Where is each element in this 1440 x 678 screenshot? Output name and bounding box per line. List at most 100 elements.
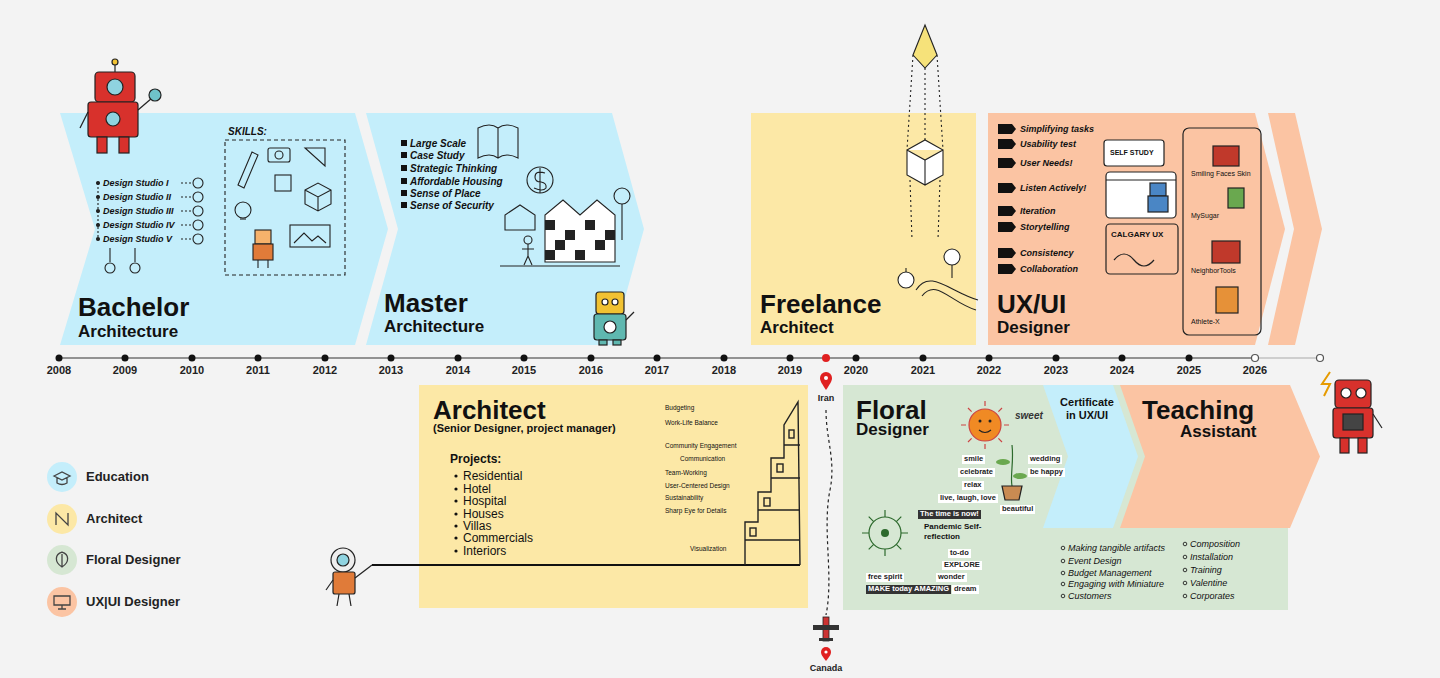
list-bullet <box>401 190 407 196</box>
bachelor-sketch <box>181 196 192 197</box>
robot-figure <box>626 312 634 320</box>
year-dot <box>721 355 728 362</box>
checker-pattern <box>545 220 555 230</box>
list-bullet <box>454 474 457 552</box>
robot-figure <box>149 89 161 101</box>
task-note: Collaboration <box>1020 264 1078 274</box>
floral-sketch <box>1011 445 1012 486</box>
bachelor-sketch <box>235 202 251 218</box>
freelance-sketch <box>913 25 937 68</box>
floral-sketch <box>979 420 982 423</box>
sticker-word: wedding <box>1028 455 1062 464</box>
list-bullet <box>454 499 457 502</box>
freelance-sketch <box>905 268 906 272</box>
master-sketch <box>500 265 620 266</box>
bachelor-sketch <box>268 148 290 162</box>
year-dot <box>189 355 196 362</box>
list-tag <box>998 248 1016 258</box>
floral-sketch <box>862 510 908 556</box>
ux-sketch <box>1114 254 1154 266</box>
list-tag <box>998 124 1016 274</box>
freelance-sketch <box>944 249 960 265</box>
list-item: Installation <box>1190 552 1233 562</box>
task-note: Consistency <box>1020 248 1074 258</box>
list-bullet <box>1183 581 1187 585</box>
task-note: Usability test <box>1020 139 1076 149</box>
bachelor-sketch <box>97 238 100 241</box>
robot-figure <box>106 112 120 126</box>
sticker-word: free spirit <box>866 573 904 582</box>
band-fill <box>1043 385 1138 528</box>
year-label: 2014 <box>446 364 470 377</box>
freelance-sketch <box>907 55 943 150</box>
year-label: 2008 <box>47 364 71 377</box>
list-item: Event Design <box>1068 556 1122 566</box>
bachelor-sketch <box>240 218 246 219</box>
ux-sketch <box>1106 179 1176 180</box>
bachelor-sketch <box>181 210 192 211</box>
sticker-word: to-do <box>948 549 971 558</box>
ux-sketch <box>1183 128 1261 335</box>
list-item: Training <box>1190 565 1222 575</box>
band-fill <box>60 113 388 345</box>
year-dot <box>588 355 595 362</box>
year-label: 2012 <box>313 364 337 377</box>
robot-figure <box>95 72 135 102</box>
year-dot <box>853 355 860 362</box>
year-label: 2015 <box>512 364 536 377</box>
bachelor-sketch <box>109 248 110 262</box>
robot-figure <box>1335 380 1371 408</box>
list-bullet <box>454 487 457 490</box>
year-dot <box>322 355 329 362</box>
list-item: Sense of Place <box>410 188 481 200</box>
list-bullet <box>401 140 407 208</box>
master-sketch <box>621 204 622 240</box>
node-subtitle: Architect <box>760 319 834 336</box>
building-sketch <box>764 498 770 506</box>
node-title: UX/UI <box>997 291 1066 317</box>
master-sketch <box>545 200 615 262</box>
move-marker <box>819 638 833 641</box>
freelance-sketch <box>898 272 914 288</box>
legend-swatch <box>47 504 77 534</box>
robot-figure <box>596 292 624 314</box>
floral-sketch <box>996 459 1010 465</box>
list-item: Large Scale <box>410 138 466 150</box>
list-bullet <box>1061 594 1065 598</box>
list-tag <box>998 139 1016 149</box>
list-tag <box>998 222 1016 232</box>
year-dot <box>56 355 63 362</box>
bachelor-sketch <box>225 140 345 275</box>
floral-sketch <box>881 529 889 537</box>
year-label: 2017 <box>645 364 669 377</box>
sticker-word: smile <box>962 455 985 464</box>
building-sketch <box>745 445 800 540</box>
year-dot <box>455 355 462 362</box>
bachelor-sketch <box>294 233 326 243</box>
list-bullet <box>454 549 457 552</box>
sticker-word: MAKE today AMAZING <box>866 585 951 594</box>
bachelor-sketch <box>275 151 283 159</box>
list-item: Strategic Thinking <box>410 163 497 175</box>
node-title: Architect <box>433 397 546 423</box>
annotation: Work-Life Balance <box>665 419 718 426</box>
list-item: Making tangible artifacts <box>1068 543 1165 553</box>
bachelor-sketch <box>193 206 203 216</box>
bachelor-sketch <box>181 238 192 239</box>
list-bullet <box>454 474 457 477</box>
year-dot <box>521 355 528 362</box>
year-dot <box>255 355 262 362</box>
legend-icon <box>54 472 70 609</box>
legend-icon <box>54 596 70 609</box>
robot-figure <box>372 564 800 566</box>
legend-item: Education <box>47 462 247 492</box>
list-bullet <box>401 140 407 146</box>
list-bullet <box>1061 571 1065 575</box>
node-subtitle: Assistant <box>1180 423 1257 440</box>
floral-sketch <box>969 409 1001 441</box>
move-marker <box>813 625 839 630</box>
bachelor-sketch <box>257 260 258 268</box>
annotation: Communication <box>680 455 725 462</box>
floral-sketch <box>869 517 901 549</box>
node-title: Bachelor <box>78 294 189 320</box>
